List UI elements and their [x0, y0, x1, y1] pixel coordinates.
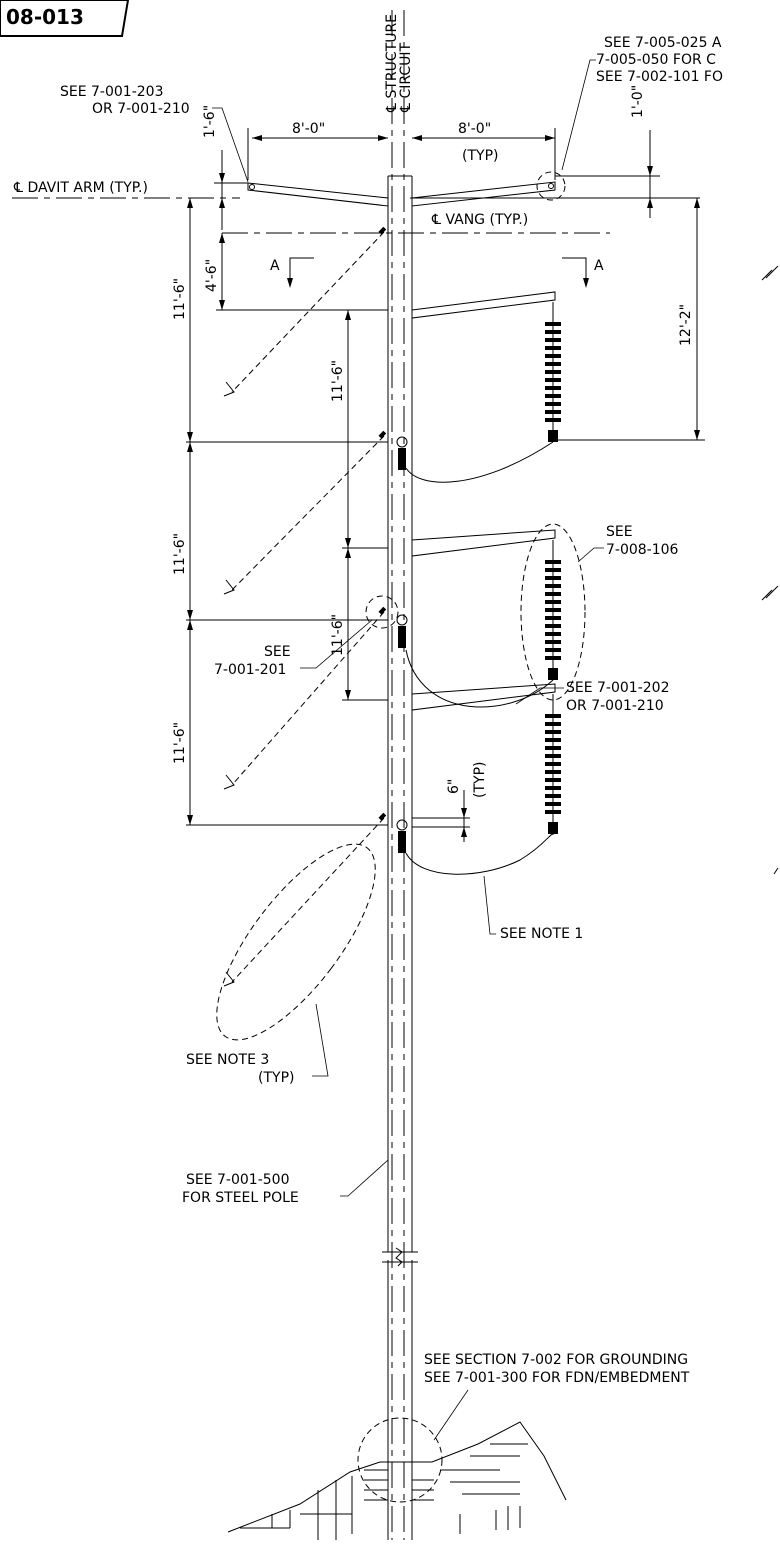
- insulator-strings: [520, 302, 586, 834]
- see-202-line1: SEE 7-001-202: [566, 680, 669, 696]
- centerlines: ℄ STRUCTURE ℄ CIRCUIT: [384, 10, 414, 1540]
- see-7-005-025-callout: SEE 7-005-025 A 7-005-050 FOR C SEE 7-00…: [561, 35, 723, 171]
- steel-pole: [382, 175, 418, 1540]
- see-note-1-callout: SEE NOTE 1: [483, 875, 583, 942]
- dim-1-0: 1'-0": [555, 85, 660, 218]
- phase-arms: [411, 291, 556, 711]
- dim-6in: 6" (TYP): [412, 762, 488, 842]
- circuit-centerline-label: ℄ CIRCUIT: [398, 42, 414, 113]
- dim-12-2-label: 12'-2": [678, 304, 694, 346]
- dim-11-6-b: 11'-6": [172, 533, 188, 575]
- drawing-number-tab: 08-013: [0, 0, 130, 37]
- arm-length-dims: 8'-0" 8'-0" (TYP): [247, 121, 556, 180]
- section-a-right: A: [594, 258, 604, 274]
- jumpers: [396, 436, 554, 875]
- see-203-line2: OR 7-001-210: [92, 101, 190, 117]
- grounding-note: SEE SECTION 7-002 FOR GROUNDING: [424, 1352, 688, 1368]
- left-11-6-dims: 11'-6" 11'-6" 11'-6": [172, 198, 388, 826]
- see-201-line2: 7-001-201: [214, 662, 286, 678]
- see-7-001-202-callout: SEE 7-001-202 OR 7-001-210: [515, 680, 669, 714]
- dim-11-6-inner-b: 11'-6": [330, 614, 346, 656]
- see-106-line1: SEE: [606, 524, 633, 540]
- inner-11-6-dims: 11'-6" 11'-6": [330, 310, 388, 701]
- dim-4-6-label: 4'-6": [204, 259, 220, 292]
- drawing-number: 08-013: [6, 5, 84, 29]
- see-203-line1: SEE 7-001-203: [60, 84, 163, 100]
- guy-wires: [216, 226, 399, 1041]
- see-025-line1: SEE 7-005-025 A: [604, 35, 722, 51]
- see-7-001-500-callout: SEE 7-001-500 FOR STEEL POLE: [182, 1159, 389, 1206]
- see-7-001-201-callout: SEE 7-001-201: [214, 619, 373, 678]
- structure-centerline-label: ℄ STRUCTURE: [384, 14, 400, 113]
- davit-arm-label: ℄ DAVIT ARM (TYP.): [13, 180, 148, 196]
- dim-1-6: 1'-6": [202, 105, 248, 230]
- see-201-line1: SEE: [264, 644, 291, 660]
- dim-12-2: 12'-2": [555, 198, 705, 441]
- dim-4-6: 4'-6": [204, 233, 388, 311]
- vang-label: ℄ VANG (TYP.): [431, 212, 528, 228]
- see-202-line2: OR 7-001-210: [566, 698, 664, 714]
- see-025-line3: SEE 7-002-101 FO: [596, 69, 723, 85]
- dim-1-0-label: 1'-0": [630, 85, 646, 118]
- see-500-line1: SEE 7-001-500: [186, 1172, 289, 1188]
- see-106-line2: 7-008-106: [606, 542, 679, 558]
- right-edge-marks: [761, 265, 779, 875]
- see-note3-line1: SEE NOTE 3: [186, 1052, 269, 1068]
- foundation-callout: SEE SECTION 7-002 FOR GROUNDING SEE 7-00…: [357, 1352, 690, 1503]
- dim-11-6-a: 11'-6": [172, 278, 188, 320]
- arm-right-dim: 8'-0": [458, 121, 491, 137]
- see-7-008-106-callout: SEE 7-008-106: [577, 524, 679, 563]
- ground-profile: [227, 1421, 567, 1540]
- dim-11-6-c: 11'-6": [172, 722, 188, 764]
- top-davit-arms: [247, 171, 566, 207]
- section-a-left: A: [270, 258, 280, 274]
- see-note3-line2: (TYP): [258, 1070, 294, 1086]
- arm-left-dim: 8'-0": [292, 121, 325, 137]
- section-a-markers: A A: [270, 257, 604, 288]
- see-7-001-203-callout: SEE 7-001-203 OR 7-001-210: [60, 84, 249, 183]
- dim-6in-label: 6": [446, 779, 462, 794]
- see-025-line2: 7-005-050 FOR C: [596, 52, 716, 68]
- see-500-line2: FOR STEEL POLE: [182, 1190, 299, 1206]
- fdn-note: SEE 7-001-300 FOR FDN/EMBEDMENT: [424, 1370, 690, 1386]
- see-note-3-callout: SEE NOTE 3 (TYP): [186, 1003, 329, 1086]
- dim-6in-typ: (TYP): [472, 762, 488, 798]
- arm-right-typ: (TYP): [462, 148, 498, 164]
- dim-1-6-label: 1'-6": [202, 105, 218, 138]
- see-note1-label: SEE NOTE 1: [500, 926, 583, 942]
- dim-11-6-inner-a: 11'-6": [330, 360, 346, 402]
